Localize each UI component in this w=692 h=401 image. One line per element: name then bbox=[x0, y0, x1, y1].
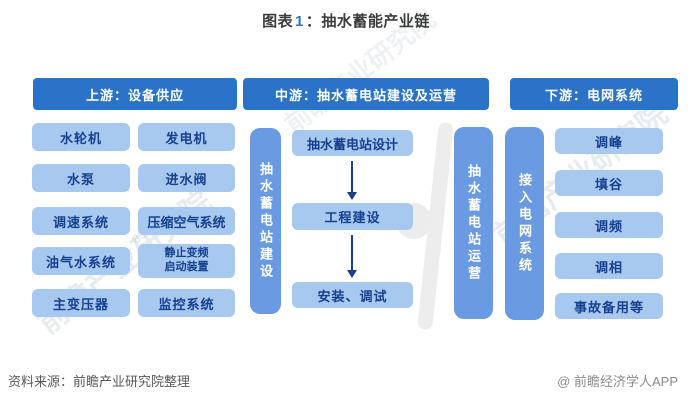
arrow-down-icon bbox=[346, 235, 358, 278]
vertical-bar-operation-label: 抽水蓄电站运营 bbox=[466, 163, 481, 283]
header-downstream: 下游：电网系统 bbox=[510, 78, 678, 110]
upstream-item-box: 进水阀 bbox=[138, 164, 235, 192]
upstream-item-box: 油气水系统 bbox=[32, 247, 130, 275]
upstream-item-box: 调速系统 bbox=[32, 207, 130, 235]
header-upstream: 上游：设备供应 bbox=[33, 78, 237, 110]
flow-step-box: 抽水蓄电站设计 bbox=[292, 130, 413, 156]
source-note: 资料来源：前瞻产业研究院整理 bbox=[8, 374, 191, 389]
vertical-bar-construction: 抽水蓄电站建设 bbox=[250, 128, 281, 314]
title-number: 1 bbox=[295, 13, 304, 30]
downstream-item-box: 调相 bbox=[555, 253, 663, 279]
upstream-item-box: 发电机 bbox=[138, 123, 235, 151]
vertical-bar-operation: 抽水蓄电站运营 bbox=[454, 127, 493, 319]
vertical-bar-grid-access-label: 接入电网系统 bbox=[517, 172, 532, 275]
downstream-item-box: 调峰 bbox=[555, 128, 663, 154]
vertical-bar-grid-access: 接入电网系统 bbox=[505, 127, 544, 320]
downstream-item-box: 调频 bbox=[555, 212, 663, 238]
brand-note: @ 前瞻经济学人APP bbox=[557, 374, 678, 389]
title-prefix: 图表 bbox=[262, 13, 294, 30]
upstream-item-box: 压缩空气系统 bbox=[138, 207, 235, 235]
downstream-item-box: 事故备用等 bbox=[555, 293, 663, 319]
upstream-item-box: 主变压器 bbox=[32, 289, 130, 317]
upstream-item-box: 水泵 bbox=[32, 164, 130, 192]
downstream-item-box: 填谷 bbox=[555, 170, 663, 196]
upstream-item-box: 水轮机 bbox=[32, 123, 130, 151]
header-midstream: 中游：抽水蓄电站建设及运营 bbox=[243, 78, 489, 110]
upstream-item-box: 静止变频 启动装置 bbox=[138, 244, 235, 278]
flow-step-box: 工程建设 bbox=[292, 203, 413, 230]
flow-step-box: 安装、调试 bbox=[292, 282, 413, 308]
title-suffix: ：抽水蓄能产业链 bbox=[305, 13, 430, 30]
upstream-item-box: 监控系统 bbox=[138, 289, 235, 317]
vertical-bar-construction-label: 抽水蓄电站建设 bbox=[258, 161, 273, 281]
arrow-down-icon bbox=[346, 161, 358, 200]
